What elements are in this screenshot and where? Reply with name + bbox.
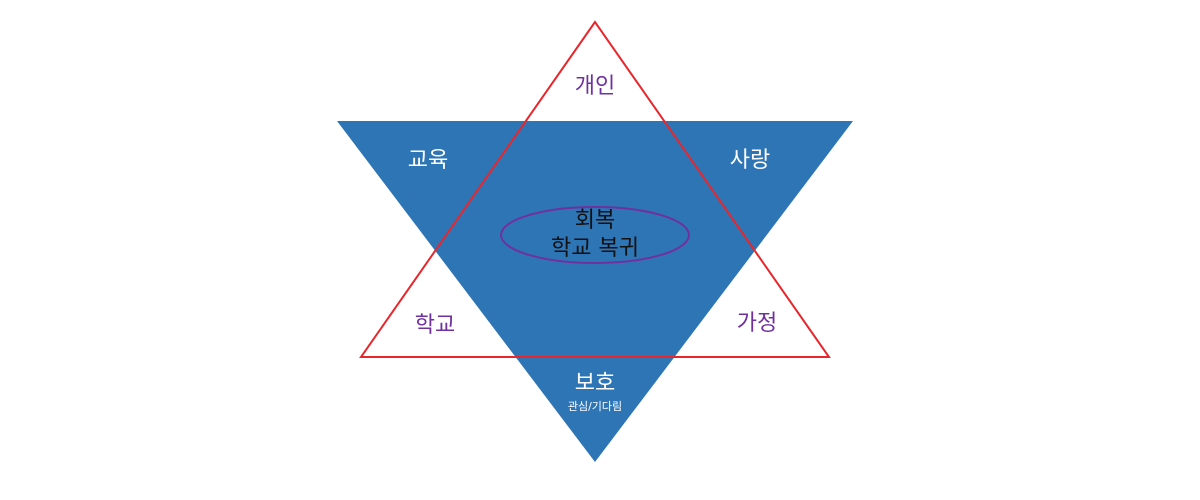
center-label-recovery: 회복 [575, 208, 615, 233]
center-ellipse [500, 206, 690, 264]
label-protection: 보호 [575, 371, 615, 396]
label-protection-sub: 관심/기다림 [568, 400, 622, 413]
red-upright-triangle [359, 20, 831, 358]
label-home: 가정 [737, 311, 777, 336]
label-love: 사랑 [730, 148, 770, 173]
label-education: 교육 [408, 148, 448, 173]
center-label-return-to-school: 학교 복귀 [551, 236, 639, 261]
label-school: 학교 [415, 313, 455, 338]
label-individual: 개인 [575, 74, 615, 99]
